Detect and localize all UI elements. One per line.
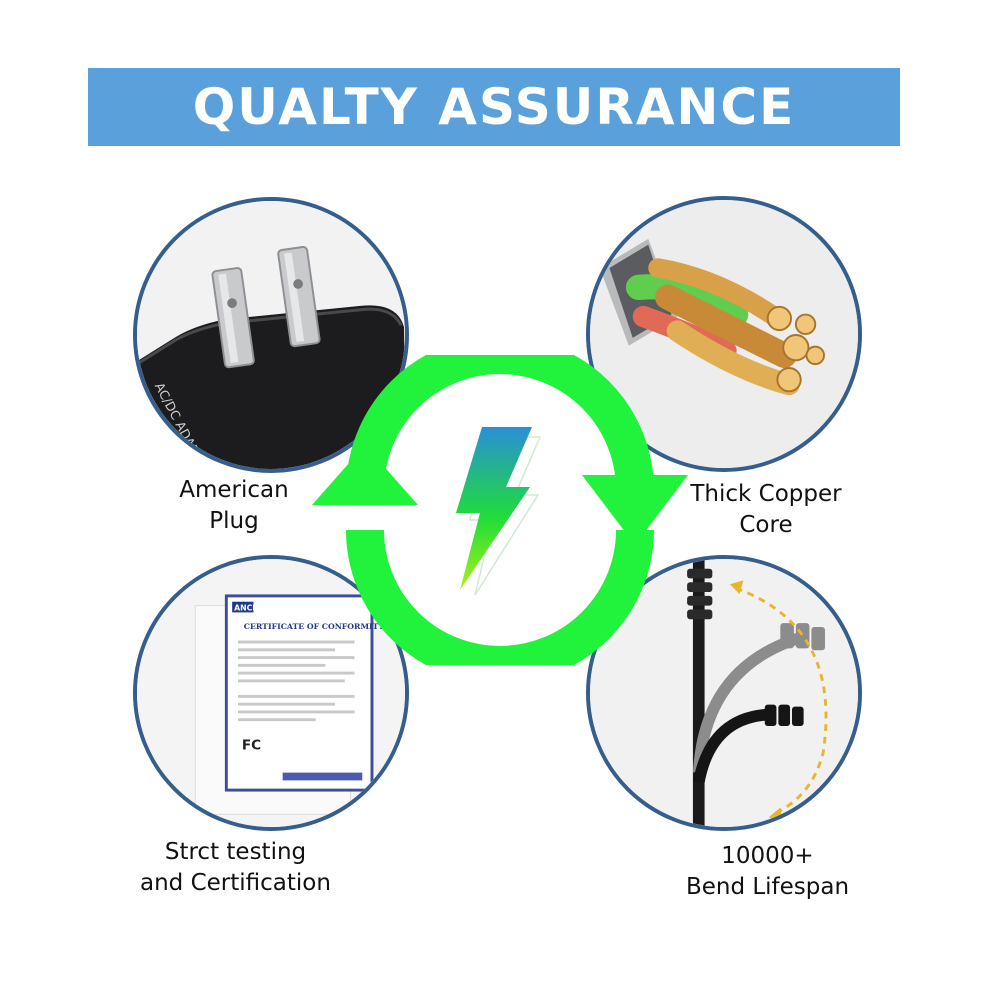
feature-label-american-plug: American Plug [148, 475, 320, 537]
cycle-emblem [310, 355, 690, 665]
feature-label-copper-core: Thick Copper Core [666, 479, 866, 541]
lower-arrow-arc [346, 529, 654, 665]
cert-brand: ANCI [234, 603, 255, 612]
page-title: QUALTY ASSURANCE [192, 78, 796, 136]
bolt-shadow [469, 436, 542, 596]
upper-arrow-arc [346, 355, 654, 491]
feature-label-line: Core [739, 512, 793, 538]
title-banner: QUALTY ASSURANCE [88, 68, 900, 146]
cert-heading: CERTIFICATE OF CONFORMITY [244, 622, 385, 631]
feature-label-line: 10000+ [721, 843, 814, 869]
feature-label-line: and Certification [140, 870, 331, 896]
refresh-cycle-icon [312, 355, 688, 665]
feature-label-line: American [179, 477, 289, 503]
certificate-icon: ANCI CERTIFICATE OF CONFORMITY FC [137, 559, 405, 827]
feature-label-certification: Strct testing and Certification [118, 837, 353, 899]
feature-label-line: Plug [209, 508, 259, 534]
lightning-bolt-icon [456, 427, 532, 590]
left-arrowhead [312, 445, 418, 505]
feature-label-line: Thick Copper [690, 481, 842, 507]
feature-label-line: Bend Lifespan [685, 874, 850, 900]
right-arrowhead [582, 475, 688, 545]
fc-mark: FC [242, 737, 261, 753]
certificate-image: ANCI CERTIFICATE OF CONFORMITY FC [133, 555, 409, 831]
feature-label-line: Strct testing [164, 839, 307, 865]
plug-icon: AC/DC ADAPTER [137, 201, 405, 469]
american-plug-image: AC/DC ADAPTER [133, 197, 409, 473]
feature-label-bend-lifespan: 10000+ Bend Lifespan [665, 841, 870, 903]
